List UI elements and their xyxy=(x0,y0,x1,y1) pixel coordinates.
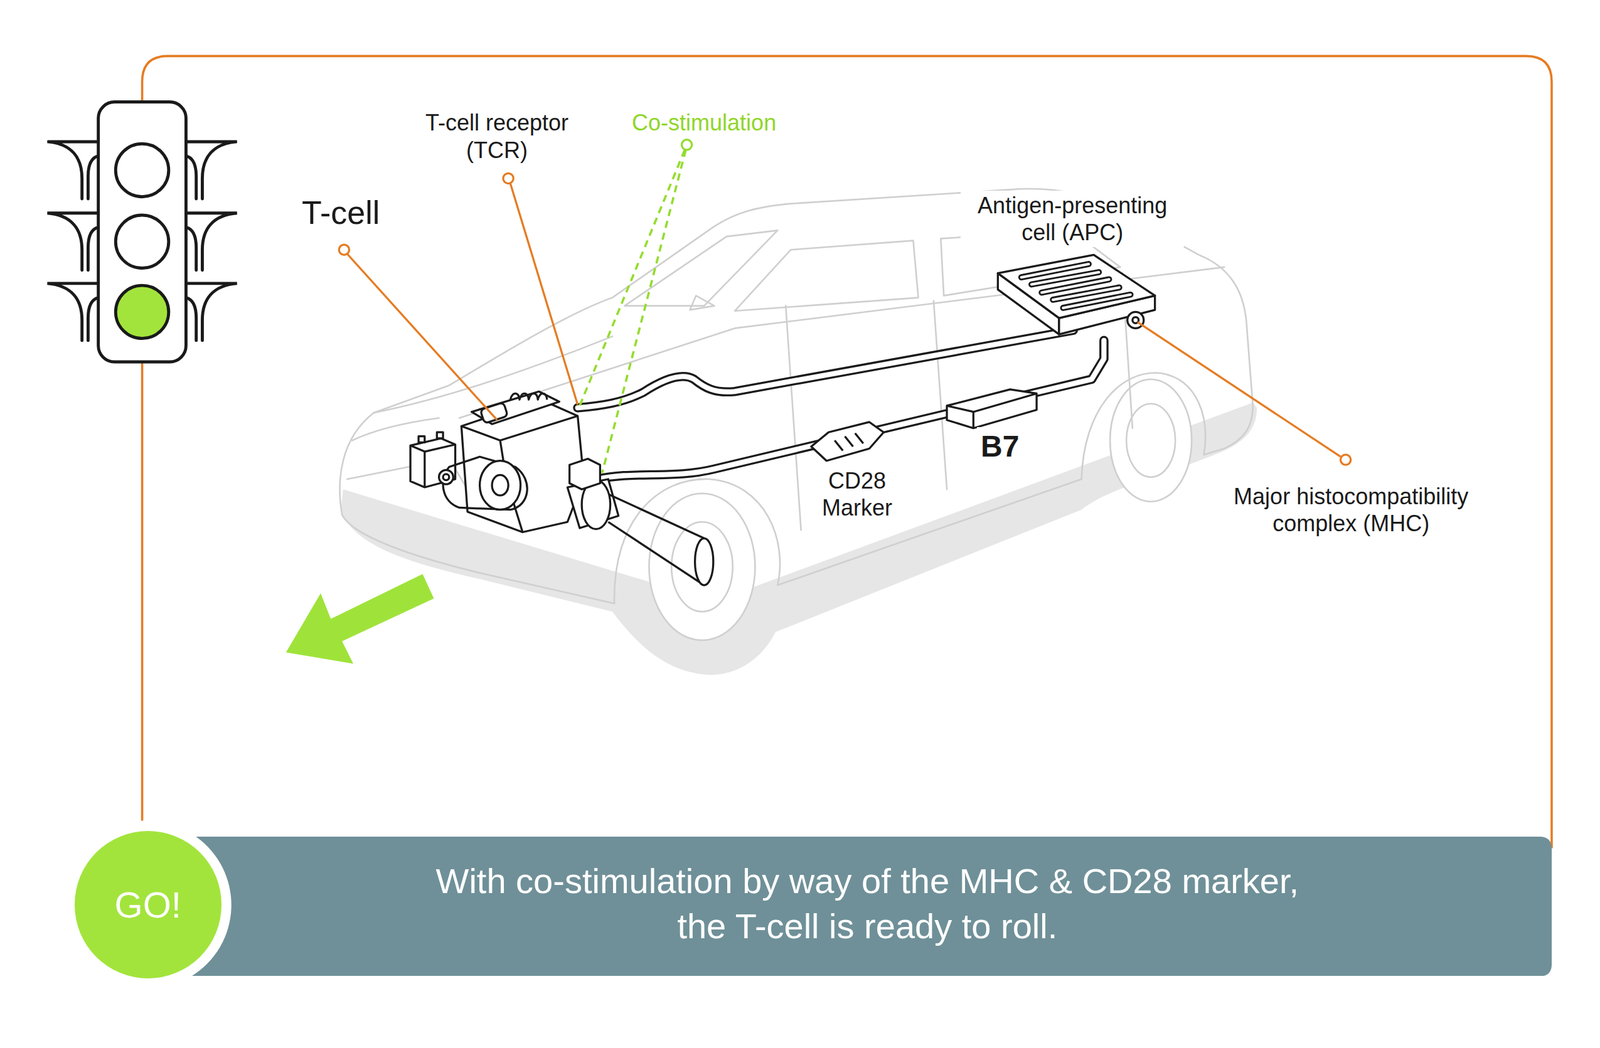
car-outline-part xyxy=(1109,379,1192,502)
frame-line-part xyxy=(142,55,1552,849)
go-badge: GO! xyxy=(74,831,222,979)
engine-drawing-part xyxy=(461,416,578,533)
car-outline-part xyxy=(671,522,733,612)
engine-drawing xyxy=(410,391,714,586)
leader-dot-part xyxy=(1340,454,1351,465)
leader-dot-part xyxy=(503,173,514,184)
leader-line-part xyxy=(346,254,497,421)
co-stimulation-leader xyxy=(579,149,686,474)
engine-drawing-part xyxy=(436,432,443,439)
cd28-part xyxy=(811,422,884,462)
b7-part-part xyxy=(946,389,1037,429)
traffic-light-part xyxy=(115,215,169,269)
part-label: B7 xyxy=(976,427,1023,467)
traffic-light-part xyxy=(185,141,237,199)
co-stimulation-leader-part xyxy=(579,149,685,406)
traffic-light-part xyxy=(47,283,98,341)
traffic-light-part xyxy=(115,143,169,198)
b7-part-part xyxy=(946,393,1037,428)
hose-lines-part xyxy=(597,340,1104,480)
engine-drawing-part xyxy=(695,538,714,586)
part-label: Antigen-presenting cell (APC) xyxy=(960,190,1184,248)
car-outline-part xyxy=(341,515,615,604)
apc-box-part-part xyxy=(1021,264,1131,309)
caption-band: With co-stimulation by way of the MHC & … xyxy=(189,837,1552,977)
traffic-light-part xyxy=(98,102,187,363)
band-fill xyxy=(191,837,1552,977)
frame-line xyxy=(142,55,1552,849)
engine-drawing-part xyxy=(569,458,601,490)
leader-dot-part xyxy=(338,244,349,255)
car-outline xyxy=(340,188,1254,641)
engine-drawing-part xyxy=(602,491,705,586)
engine-drawing-part xyxy=(410,438,456,488)
apc-box-part xyxy=(997,254,1155,319)
badge-text: GO! xyxy=(114,885,182,926)
car-outline-part xyxy=(785,306,801,531)
car-outline-part xyxy=(689,295,715,310)
frame-line-part xyxy=(141,357,144,822)
traffic-light-part xyxy=(47,141,98,199)
part-label: T-cell receptor (TCR) xyxy=(405,107,588,165)
caption-text: With co-stimulation by way of the MHC & … xyxy=(421,858,1313,950)
b7-part xyxy=(946,389,1037,429)
car-outline-part xyxy=(1126,404,1176,478)
apc-box xyxy=(997,254,1155,335)
leader-line-part xyxy=(510,183,578,406)
engine-drawing-part xyxy=(439,469,454,485)
co-stimulation-label: Co-stimulation xyxy=(628,107,780,138)
engine-drawing-part xyxy=(442,474,450,481)
traffic-light-part xyxy=(185,213,237,271)
apc-box-part-part xyxy=(1021,264,1131,309)
engine-drawing-part xyxy=(442,456,528,511)
engine-drawing-part xyxy=(510,393,548,400)
traffic-light xyxy=(47,102,237,363)
engine-drawing-part xyxy=(480,461,521,511)
band-shape xyxy=(189,837,1552,977)
engine-drawing-part xyxy=(461,399,584,533)
leader-line xyxy=(346,183,1341,458)
leader-dot xyxy=(338,173,1351,465)
car-outline-part xyxy=(734,240,919,312)
part-label: Major histocompatibility complex (MHC) xyxy=(1203,481,1499,539)
traffic-light-part xyxy=(115,285,169,339)
hose-lines xyxy=(577,330,1105,480)
cd28-part-part xyxy=(834,433,864,452)
car-outline-part xyxy=(648,493,755,641)
traffic-light-part xyxy=(185,283,237,341)
engine-drawing-part xyxy=(491,474,509,496)
apc-box-part xyxy=(1127,311,1144,329)
traffic-light-part xyxy=(47,213,98,271)
hose-lines-part xyxy=(597,340,1104,480)
apc-box-part xyxy=(1021,264,1131,309)
part-label: T-cell xyxy=(298,192,384,234)
part-label: CD28 Marker xyxy=(805,466,909,523)
car-outline-part xyxy=(933,301,947,491)
direction-arrow xyxy=(286,574,435,664)
leader-line-part xyxy=(1137,322,1341,458)
co-stimulation-leader-part xyxy=(602,149,686,474)
leader-dot xyxy=(681,139,692,150)
engine-drawing-part xyxy=(418,436,425,443)
car-outline-part xyxy=(352,417,439,441)
engine-drawing-part xyxy=(410,444,456,488)
cd28-part-part xyxy=(811,422,884,462)
